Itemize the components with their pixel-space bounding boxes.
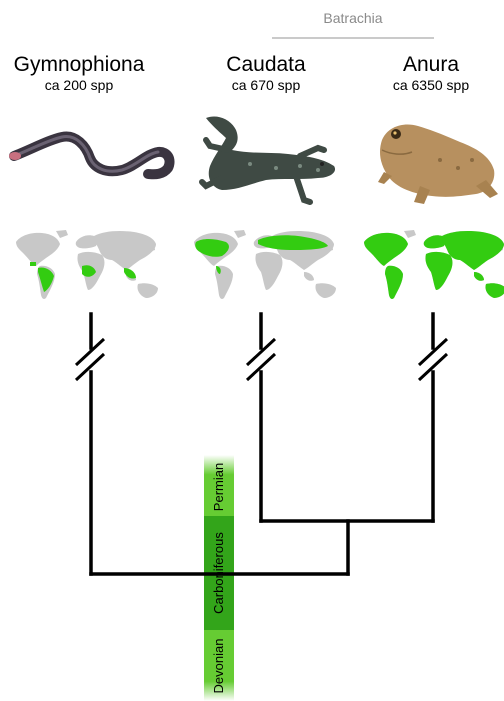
salamander-icon [202, 117, 335, 203]
distribution-map-gymnophiona [16, 230, 158, 299]
distribution-map-anura [364, 230, 504, 299]
geologic-timescale: Devonian Carboniferous Permian [204, 455, 234, 701]
period-label-devonian: Devonian [211, 639, 226, 694]
period-label-permian: Permian [211, 463, 226, 511]
distribution-map-caudata [194, 230, 336, 299]
caecilian-icon [9, 137, 170, 175]
toad-icon [378, 125, 498, 204]
